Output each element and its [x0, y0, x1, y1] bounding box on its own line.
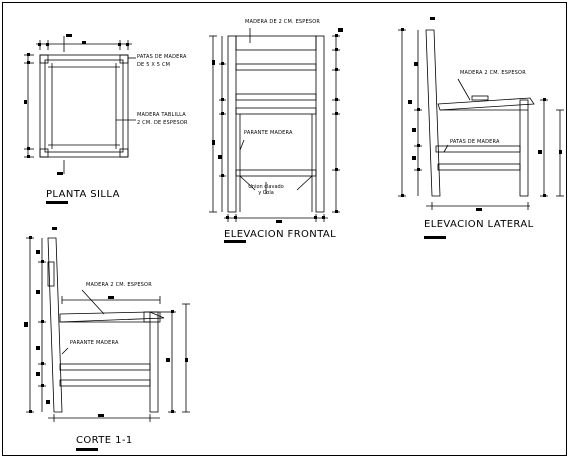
- corte-note-parante: PARANTE MADERA: [70, 340, 119, 346]
- frontal-note-madera: MADERA DE 2 CM. ESPESOR: [245, 19, 321, 25]
- frontal-note-parante: PARANTE MADERA: [244, 130, 293, 136]
- frontal-note-union: Union clavado y Cola: [248, 184, 284, 196]
- elevacion-frontal-drawing: [209, 28, 340, 222]
- frontal-note-union-line1: Union clavado: [248, 184, 284, 190]
- corte-note-madera: MADERA 2 CM. ESPESOR: [86, 282, 152, 288]
- frontal-title: ELEVACION FRONTAL: [224, 229, 337, 240]
- corte-1-1-drawing: [26, 237, 190, 422]
- planta-note-patas-dim: DE 5 X 5 CM: [137, 62, 171, 68]
- planta-silla-drawing: [24, 36, 136, 174]
- sheet-border: [2, 2, 567, 456]
- lateral-note-patas: PATAS DE MADERA: [450, 139, 500, 145]
- lateral-title: ELEVACION LATERAL: [424, 219, 534, 230]
- planta-note-tabla-dim: 2 CM. DE ESPESOR: [137, 120, 188, 126]
- planta-note-patas: PATAS DE MADERA: [137, 54, 187, 60]
- planta-title: PLANTA SILLA: [46, 189, 120, 200]
- corte-title: CORTE 1-1: [76, 435, 133, 446]
- planta-note-tabla: MADERA TABLILLA: [137, 112, 186, 118]
- elevacion-lateral-drawing: [398, 29, 564, 210]
- lateral-note-madera: MADERA 2 CM. ESPESOR: [460, 70, 526, 76]
- frontal-note-union-line2: y Cola: [258, 190, 274, 196]
